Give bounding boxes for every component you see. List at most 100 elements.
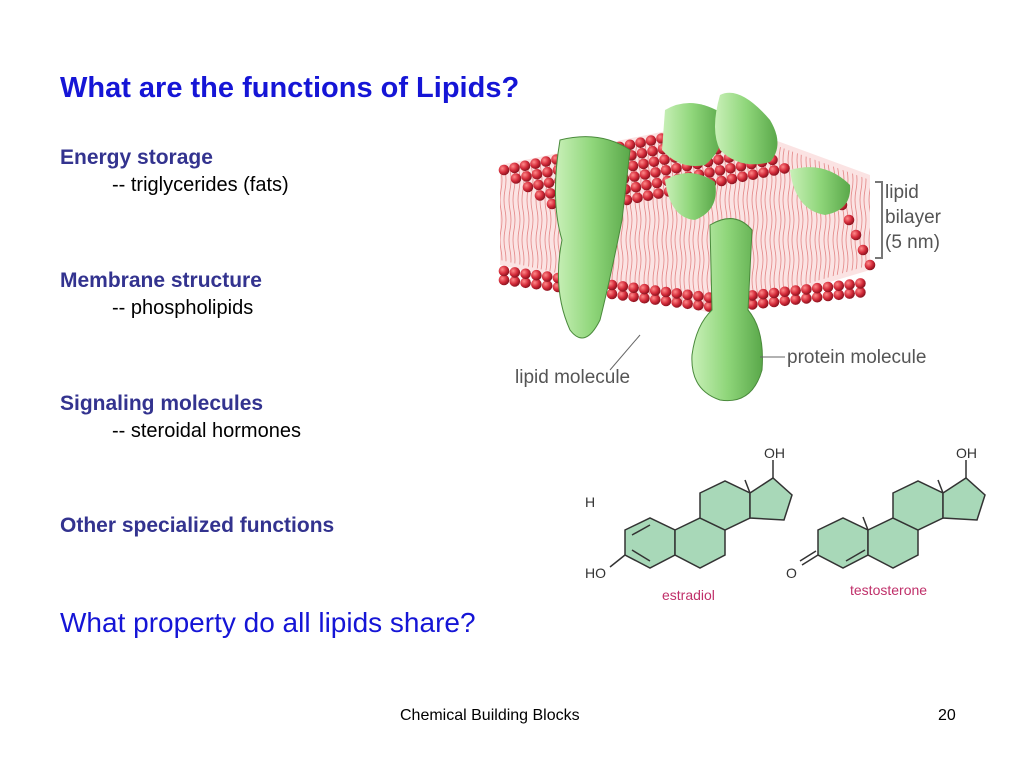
lipid-head [642, 190, 654, 201]
lipid-head [850, 229, 862, 241]
lipid-head [509, 162, 520, 174]
section-heading: Membrane structure [60, 269, 262, 292]
lipid-head [651, 177, 663, 189]
estradiol-structure [609, 460, 793, 569]
lipid-head [768, 287, 780, 299]
lipid-head [725, 163, 736, 174]
lipid-head [726, 173, 738, 185]
lipid-head [811, 282, 823, 294]
lipid-head [855, 278, 866, 289]
lipid-head [649, 285, 661, 296]
lipid-head [647, 145, 658, 157]
lipid-head [531, 269, 542, 281]
lipid-head [716, 175, 727, 187]
lipid-head [855, 287, 866, 298]
lipid-head [671, 288, 683, 299]
slide-title: What are the functions of Lipids? [60, 72, 520, 104]
lipid-head [542, 166, 553, 178]
lipid-head [768, 165, 780, 176]
protein-label: protein molecule [787, 347, 926, 368]
section-detail: -- triglycerides (fats) [112, 174, 289, 196]
lipid-head [498, 164, 510, 176]
lipid-head [546, 198, 558, 210]
ring-a [817, 517, 869, 569]
lipid-head [534, 190, 546, 201]
section-other-functions: Other specialized functions [60, 513, 334, 539]
methyl-bond [862, 516, 869, 531]
lipid-head [843, 214, 855, 226]
section-heading: Other specialized functions [60, 514, 335, 537]
bilayer-label-1: lipid [885, 182, 919, 203]
lipid-head [693, 299, 704, 311]
lipid-head [617, 281, 629, 292]
lipid-head [864, 259, 876, 271]
lipid-head [659, 154, 670, 165]
o-label: O [786, 565, 797, 581]
lipid-head [638, 158, 649, 170]
lipid-head [768, 296, 780, 308]
lipid-head [671, 162, 682, 174]
lipid-head [660, 295, 672, 307]
lipid-head [757, 297, 769, 309]
lipid-head [757, 288, 769, 300]
lipid-head [498, 274, 510, 286]
lipid-head [779, 163, 790, 174]
protein-globule [665, 172, 716, 220]
lipid-head [844, 288, 855, 299]
protein-globule [790, 167, 851, 215]
lipid-head [801, 293, 812, 304]
lipid-head [624, 139, 636, 151]
bilayer-label-2: bilayer [885, 207, 942, 228]
lipid-head [790, 285, 801, 296]
lipid-head [632, 192, 643, 204]
protein-channel [554, 136, 631, 339]
section-heading: Signaling molecules [60, 392, 264, 415]
lipid-head [641, 179, 652, 191]
lipid-head [540, 156, 552, 167]
oh-label: OH [764, 445, 785, 461]
lipid-head [735, 160, 747, 172]
lipid-head [844, 279, 855, 290]
lipid-head [521, 171, 532, 182]
ho-label: HO [585, 565, 606, 581]
lipid-head [714, 165, 726, 176]
lipid-head [606, 288, 618, 300]
ring-d [942, 477, 986, 521]
section-energy-storage: Energy storage -- triglycerides (fats) [60, 145, 289, 199]
oh-label: OH [956, 445, 977, 461]
lipid-head [779, 286, 791, 298]
protein-globule [662, 102, 723, 166]
lipid-head [522, 181, 534, 193]
lipid-head [660, 286, 672, 298]
lipid-head [682, 298, 693, 310]
lipid-head [498, 265, 510, 277]
lipid-head [519, 160, 531, 172]
estradiol-label: estradiol [662, 587, 715, 603]
lipid-head [822, 281, 834, 293]
section-detail: -- phospholipids [112, 297, 254, 319]
bond [609, 554, 626, 568]
lipid-head [747, 299, 758, 310]
lipid-head [520, 277, 531, 289]
lipid-head [533, 179, 544, 191]
section-signaling-molecules: Signaling molecules -- steroidal hormone… [60, 391, 301, 445]
lipid-head [630, 181, 642, 193]
lipid-head [713, 154, 724, 166]
lipid-head [790, 294, 801, 305]
section-membrane-structure: Membrane structure -- phospholipids [60, 268, 262, 322]
lipid-head [628, 282, 639, 294]
steroid-figure: OH HO H estradiol OH O testosterone [585, 445, 986, 603]
lipid-head [833, 280, 845, 292]
page-number: 20 [938, 707, 956, 724]
lipid-head [758, 167, 769, 178]
lipid-label: lipid molecule [515, 367, 630, 388]
lipid-head [510, 173, 522, 184]
question-text: What property do all lipids share? [60, 607, 476, 638]
lipid-head [530, 158, 541, 169]
lipid-head [635, 137, 646, 148]
footer-text: Chemical Building Blocks [400, 707, 580, 724]
double-bond [631, 524, 651, 536]
lipid-head [509, 276, 521, 287]
bond [801, 554, 819, 566]
lipid-head [541, 271, 553, 282]
